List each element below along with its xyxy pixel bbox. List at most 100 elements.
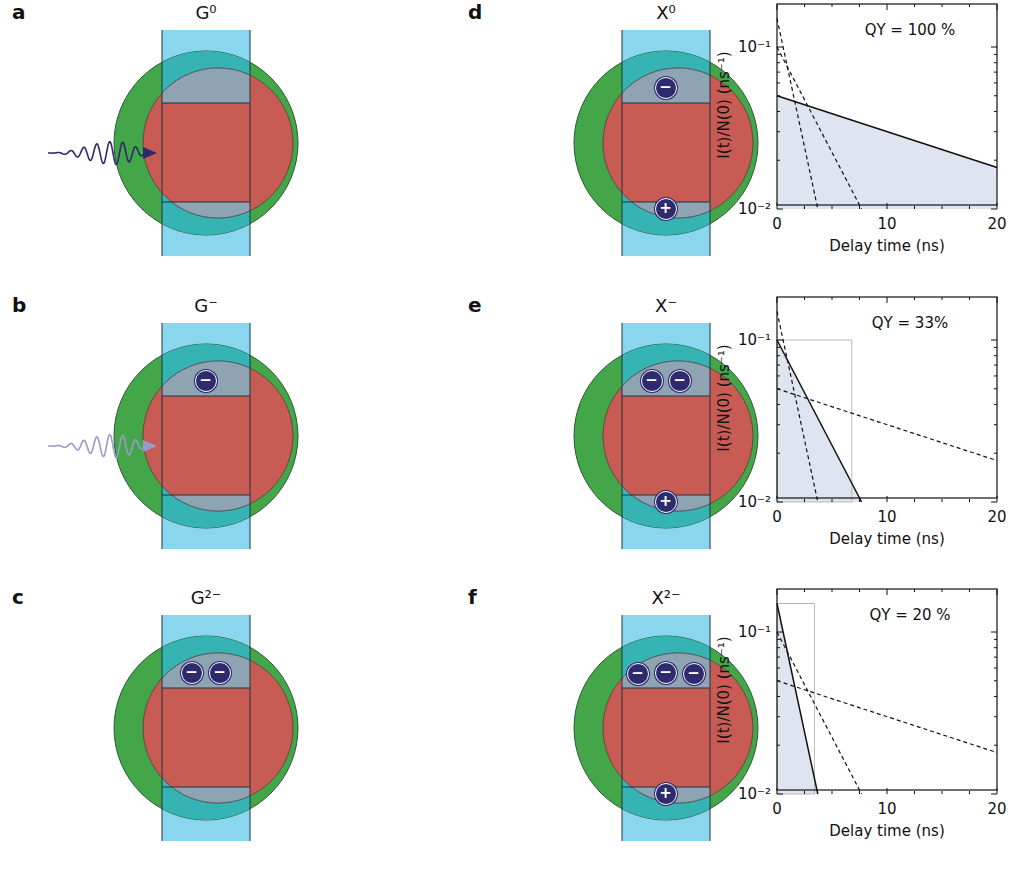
x-tick [804,4,805,7]
y-tick [777,95,780,96]
axis-title: Delay time (ns) [829,822,944,840]
y-tick [994,667,997,668]
shaded-area [777,603,818,794]
y-tick [994,680,997,681]
tick-label: 0 [772,215,782,233]
quantum-dot [574,615,758,841]
y-tick [777,54,780,55]
x-tick [997,788,998,794]
y-tick [777,340,783,341]
x-tick [997,4,998,10]
tick-label: 10 [877,800,896,818]
shaded-area [777,96,997,209]
charge-carrier: − [683,663,705,685]
y-tick [777,639,780,640]
tick-label: 10⁻¹ [738,331,771,349]
tick-label: 20 [987,215,1006,233]
x-tick [997,297,998,303]
y-tick [994,375,997,376]
x-tick [887,788,888,794]
pulse-arrowhead [143,147,157,159]
pulse-arrowhead [143,440,157,452]
x-tick [969,589,970,592]
charge-carrier: − [195,370,217,392]
x-tick [887,589,888,595]
charge-sign: − [642,371,661,390]
y-tick [994,745,997,746]
y-tick [994,657,997,658]
dot-node: G²⁻−− [96,585,316,845]
x-tick [914,791,915,794]
y-tick [994,647,997,648]
y-tick [777,62,780,63]
y-tick [994,453,997,454]
x-tick [832,499,833,502]
tick-label: 0 [772,508,782,526]
panel-letter: b [12,293,26,317]
equal-area-box [777,340,852,502]
decay-curve [777,340,862,502]
charge-sign: − [656,663,675,682]
x-tick [942,499,943,502]
charge-carrier: + [655,198,677,220]
tick-label: 10 [877,508,896,526]
plot-frame [777,297,997,498]
x-tick [887,203,888,209]
y-tick [777,111,780,112]
charge-sign: − [656,78,675,97]
dot-node: G⁻ − [96,293,316,553]
y-tick [777,72,780,73]
x-tick [914,297,915,300]
reference-curve [777,311,818,502]
panel-letter: c [12,585,24,609]
reference-curve [777,389,997,461]
x-tick [887,4,888,10]
axis-title: I(t)/N(0) (ns⁻¹) [715,636,733,743]
decay-curve [777,603,818,794]
tick-label: 10⁻¹ [738,623,771,641]
plot-frame [777,4,997,205]
x-tick [997,203,998,209]
charge-sign: − [210,663,229,682]
tick-label: 20 [987,800,1006,818]
decay-curve [777,96,997,168]
axis-title: I(t)/N(0) (ns⁻¹) [715,344,733,451]
x-tick [804,791,805,794]
y-tick [994,404,997,405]
axis-title: Delay time (ns) [829,237,944,255]
quantum-dot [574,323,758,549]
x-tick [777,297,778,303]
charge-carrier: − [641,370,663,392]
dot-node: G⁰ [96,0,316,260]
x-tick [859,4,860,7]
state-label: G⁻ [194,295,217,316]
y-tick [777,347,780,348]
charge-sign: − [196,371,215,390]
y-tick [777,82,780,83]
x-tick [859,297,860,300]
quantum-dot [114,615,298,841]
x-tick [942,589,943,592]
x-tick [777,788,778,794]
tick-label: 10⁻² [738,785,771,803]
x-tick [942,791,943,794]
x-tick [832,589,833,592]
y-tick [777,404,780,405]
charge-sign: + [656,492,675,511]
x-tick [914,499,915,502]
x-tick [832,206,833,209]
y-tick [994,696,997,697]
y-tick [994,347,997,348]
quantum-yield: QY = 33% [872,314,948,332]
x-tick [777,203,778,209]
y-tick [777,453,780,454]
x-tick [777,496,778,502]
state-label: X⁻ [655,295,677,316]
x-tick [914,206,915,209]
quantum-yield: QY = 100 % [865,21,956,39]
x-tick [942,297,943,300]
charge-carrier: − [655,77,677,99]
x-tick [969,791,970,794]
light-pulse [48,142,147,165]
